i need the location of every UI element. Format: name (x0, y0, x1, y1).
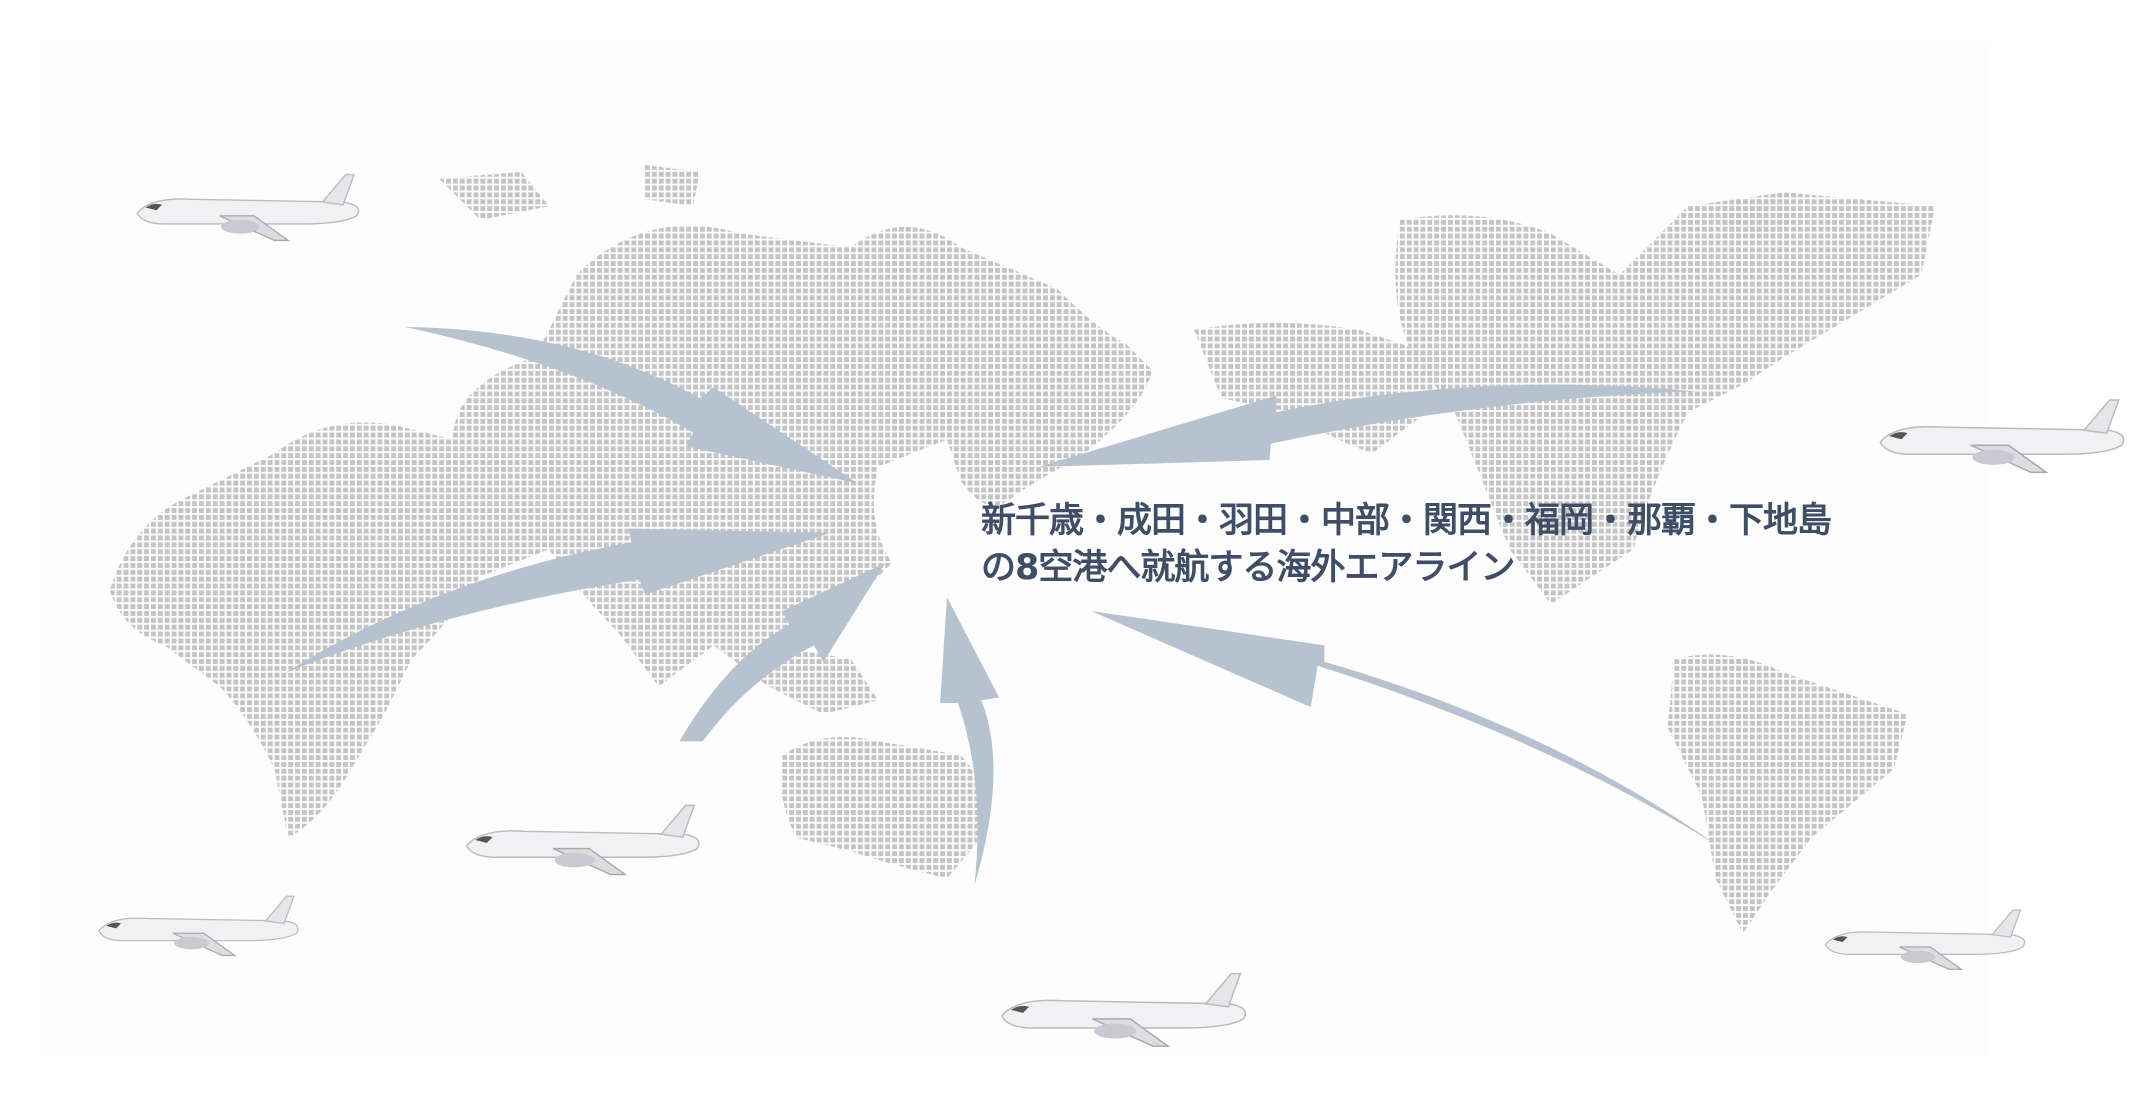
caption-line-1: 新千歳・成田・羽田・中部・関西・福岡・那覇・下地島 (981, 501, 1832, 541)
arrow-icon (1091, 611, 1716, 845)
arrow-icon (404, 326, 858, 484)
arrow-icon (940, 597, 1000, 886)
arrow-icon (679, 562, 886, 742)
arrow-icon (1038, 384, 1695, 467)
arrow-icon (285, 528, 831, 673)
caption-line-2: の8空港へ就航する海外エアライン (981, 548, 1515, 588)
caption: 新千歳・成田・羽田・中部・関西・福岡・那覇・下地島 の8空港へ就航する海外エアラ… (981, 498, 1853, 592)
route-arrows (285, 326, 1716, 886)
